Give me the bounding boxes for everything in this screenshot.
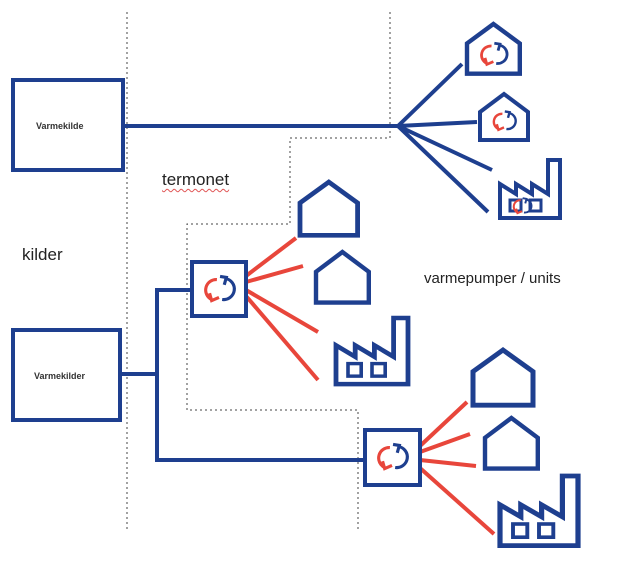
heat-line [418, 400, 469, 448]
source-box-bottom [11, 328, 122, 422]
heat-line [245, 264, 304, 284]
pipe-branch [396, 124, 490, 214]
heat-pump-icon [363, 428, 422, 487]
source-bottom-label: Varmekilder [34, 371, 86, 381]
heat-line [419, 458, 477, 468]
pipe-branch [397, 120, 478, 128]
heat-line [244, 236, 298, 278]
termonet-label: termonet [162, 170, 230, 189]
heat-line [418, 466, 496, 536]
source-top-label: Varmekilde [36, 121, 84, 131]
units-zone-label: varmepumper / units [424, 270, 561, 287]
heat-line [419, 432, 471, 454]
factory-icon [500, 476, 578, 546]
heat-line [244, 288, 320, 334]
house-icon [478, 92, 530, 142]
house-icon [316, 252, 369, 303]
pipe-branch [396, 62, 464, 128]
pipe-branch [397, 124, 493, 172]
house-icon [467, 24, 520, 74]
source-box-top [11, 78, 125, 172]
house-icon [300, 182, 358, 235]
pipe-network [155, 288, 365, 462]
house-icon [485, 418, 538, 469]
factory-icon [336, 318, 408, 384]
factory-icon [498, 158, 562, 220]
heat-line [244, 294, 320, 382]
house-icon [473, 350, 533, 405]
sources-zone-label: kilder [22, 245, 63, 264]
heat-pump-icon [190, 260, 248, 318]
